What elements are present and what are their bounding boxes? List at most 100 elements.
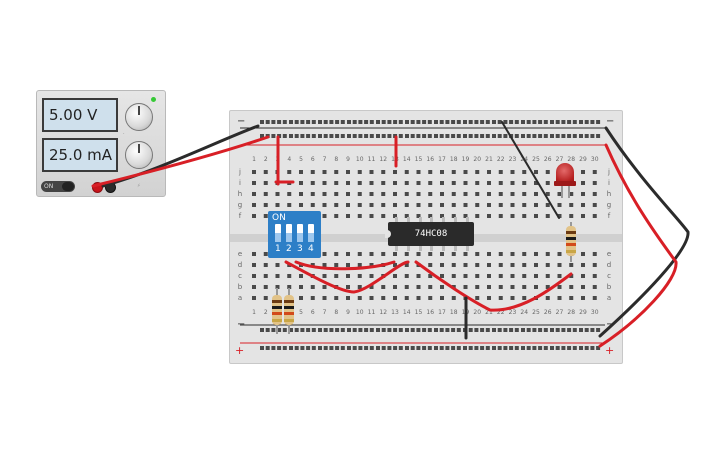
breadboard-hole[interactable]: [263, 203, 268, 207]
breadboard-hole[interactable]: [376, 328, 380, 332]
breadboard-hole[interactable]: [521, 134, 525, 138]
breadboard-hole[interactable]: [572, 328, 577, 332]
breadboard-hole[interactable]: [387, 120, 392, 124]
breadboard-hole[interactable]: [487, 214, 491, 218]
breadboard-hole[interactable]: [581, 252, 585, 256]
breadboard-hole[interactable]: [584, 346, 589, 350]
breadboard-hole[interactable]: [579, 134, 583, 138]
breadboard-hole[interactable]: [492, 346, 496, 350]
breadboard-hole[interactable]: [581, 274, 585, 278]
breadboard-hole[interactable]: [567, 346, 572, 350]
breadboard-hole[interactable]: [468, 134, 473, 138]
breadboard-hole[interactable]: [538, 120, 543, 124]
breadboard-hole[interactable]: [322, 192, 327, 196]
breadboard-hole[interactable]: [485, 346, 490, 350]
breadboard-hole[interactable]: [475, 285, 480, 289]
breadboard-hole[interactable]: [299, 285, 303, 289]
breadboard-hole[interactable]: [364, 134, 369, 138]
breadboard-hole[interactable]: [299, 296, 303, 300]
breadboard-hole[interactable]: [416, 252, 421, 256]
breadboard-hole[interactable]: [334, 214, 339, 218]
breadboard-hole[interactable]: [299, 181, 303, 185]
breadboard-hole[interactable]: [357, 203, 362, 207]
breadboard-hole[interactable]: [498, 181, 503, 185]
breadboard-hole[interactable]: [487, 252, 491, 256]
breadboard-hole[interactable]: [497, 120, 502, 124]
breadboard-hole[interactable]: [346, 203, 350, 207]
resistor-pulldown-2[interactable]: [284, 295, 294, 325]
breadboard-hole[interactable]: [497, 346, 502, 350]
breadboard-hole[interactable]: [592, 263, 597, 267]
breadboard-hole[interactable]: [428, 296, 433, 300]
breadboard-hole[interactable]: [451, 263, 456, 267]
breadboard-hole[interactable]: [310, 285, 315, 289]
dip-toggle-3[interactable]: [297, 224, 303, 242]
breadboard-hole[interactable]: [445, 134, 450, 138]
breadboard-hole[interactable]: [416, 285, 421, 289]
breadboard-hole[interactable]: [335, 120, 340, 124]
breadboard-hole[interactable]: [487, 203, 491, 207]
breadboard-hole[interactable]: [357, 214, 362, 218]
breadboard-hole[interactable]: [387, 328, 392, 332]
breadboard-hole[interactable]: [567, 328, 572, 332]
breadboard-hole[interactable]: [569, 285, 574, 289]
breadboard-hole[interactable]: [381, 346, 386, 350]
breadboard-hole[interactable]: [492, 120, 496, 124]
breadboard-hole[interactable]: [323, 120, 328, 124]
breadboard-hole[interactable]: [475, 252, 480, 256]
breadboard-hole[interactable]: [545, 285, 550, 289]
breadboard-hole[interactable]: [393, 192, 397, 196]
breadboard-hole[interactable]: [428, 192, 433, 196]
breadboard-hole[interactable]: [543, 328, 548, 332]
breadboard-hole[interactable]: [510, 214, 515, 218]
breadboard-hole[interactable]: [357, 285, 362, 289]
breadboard-hole[interactable]: [404, 192, 409, 196]
breadboard-hole[interactable]: [439, 134, 444, 138]
breadboard-hole[interactable]: [260, 120, 264, 124]
breadboard-hole[interactable]: [398, 346, 403, 350]
breadboard-hole[interactable]: [334, 181, 339, 185]
dip-toggle-4[interactable]: [308, 224, 314, 242]
breadboard-hole[interactable]: [475, 181, 480, 185]
breadboard-hole[interactable]: [534, 285, 538, 289]
breadboard-hole[interactable]: [322, 285, 327, 289]
breadboard-hole[interactable]: [294, 120, 299, 124]
breadboard-hole[interactable]: [522, 214, 527, 218]
breadboard-hole[interactable]: [422, 328, 427, 332]
breadboard-hole[interactable]: [475, 214, 480, 218]
breadboard-hole[interactable]: [555, 120, 560, 124]
breadboard-hole[interactable]: [557, 285, 562, 289]
breadboard-hole[interactable]: [522, 285, 527, 289]
breadboard-hole[interactable]: [252, 285, 256, 289]
breadboard-hole[interactable]: [346, 214, 350, 218]
breadboard-hole[interactable]: [376, 346, 380, 350]
breadboard-hole[interactable]: [581, 181, 585, 185]
breadboard-hole[interactable]: [498, 274, 503, 278]
breadboard-hole[interactable]: [364, 328, 369, 332]
breadboard-hole[interactable]: [299, 192, 303, 196]
breadboard-hole[interactable]: [252, 296, 256, 300]
breadboard-hole[interactable]: [358, 120, 363, 124]
breadboard-hole[interactable]: [271, 346, 276, 350]
breadboard-hole[interactable]: [592, 203, 597, 207]
breadboard-hole[interactable]: [596, 346, 601, 350]
breadboard-hole[interactable]: [451, 170, 456, 174]
breadboard-hole[interactable]: [404, 252, 409, 256]
breadboard-hole[interactable]: [252, 252, 256, 256]
breadboard-hole[interactable]: [463, 192, 468, 196]
breadboard-hole[interactable]: [427, 134, 432, 138]
breadboard-hole[interactable]: [440, 296, 444, 300]
breadboard-hole[interactable]: [545, 192, 550, 196]
breadboard-hole[interactable]: [352, 328, 357, 332]
breadboard-hole[interactable]: [287, 192, 292, 196]
breadboard-hole[interactable]: [334, 252, 339, 256]
breadboard-hole[interactable]: [369, 252, 374, 256]
breadboard-hole[interactable]: [381, 285, 386, 289]
breadboard-hole[interactable]: [451, 274, 456, 278]
breadboard-hole[interactable]: [369, 214, 374, 218]
breadboard-hole[interactable]: [503, 134, 508, 138]
breadboard-hole[interactable]: [474, 134, 479, 138]
breadboard-hole[interactable]: [569, 296, 574, 300]
breadboard-hole[interactable]: [346, 285, 350, 289]
breadboard-hole[interactable]: [369, 274, 374, 278]
